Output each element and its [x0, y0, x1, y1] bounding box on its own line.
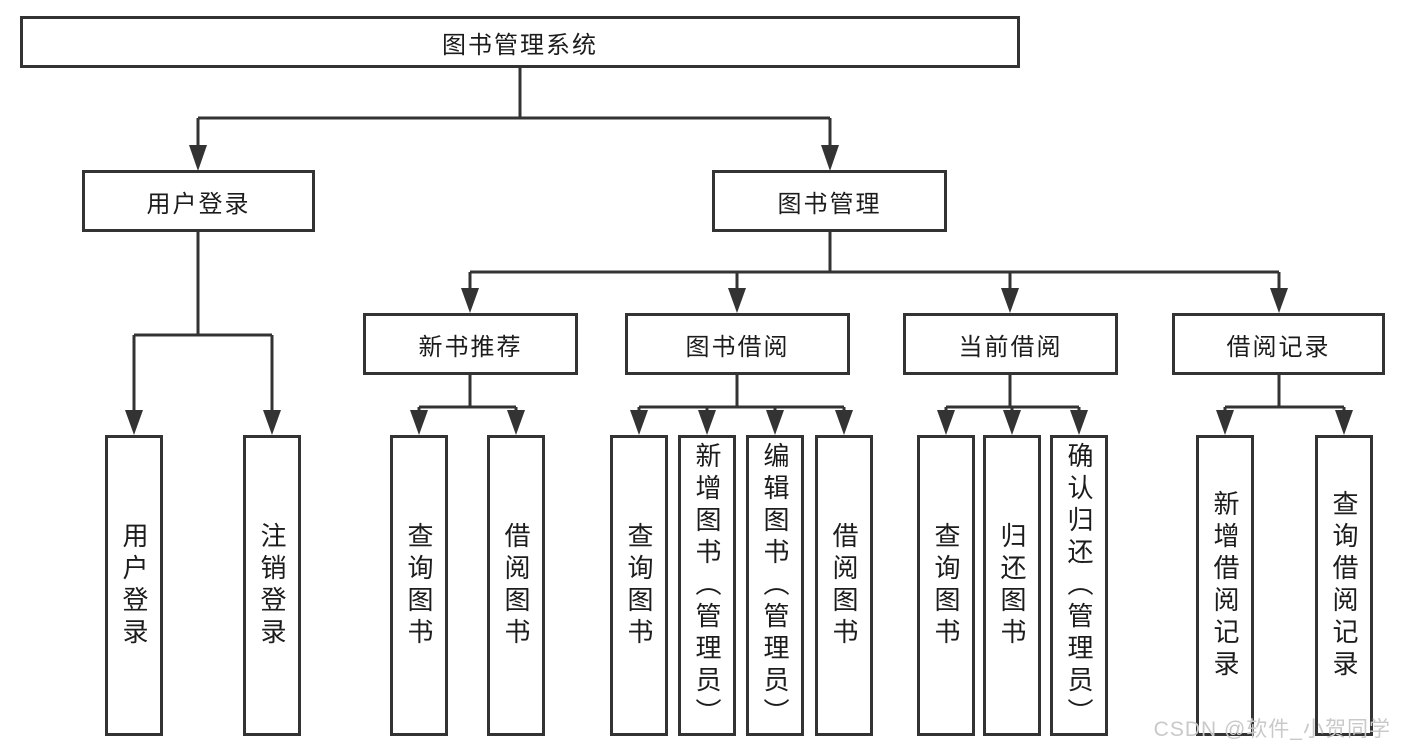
leaf-borrow-books-2: 借阅图书	[815, 435, 873, 736]
node-label: 图书借阅	[685, 333, 790, 361]
node-new-book-recommend: 新书推荐	[363, 313, 578, 375]
node-label: 新书推荐	[418, 333, 523, 361]
leaf-query-borrow-record: 查询借阅记录	[1315, 435, 1373, 736]
leaf-add-borrow-record: 新增借阅记录	[1196, 435, 1254, 736]
node-library-management-system: 图书管理系统	[20, 16, 1020, 68]
leaf-query-books-3: 查询图书	[917, 435, 975, 736]
leaf-user-login: 用户登录	[105, 435, 163, 736]
leaf-borrow-books-1: 借阅图书	[487, 435, 545, 736]
node-book-borrowing: 图书借阅	[625, 313, 850, 375]
node-label: 借阅记录	[1226, 333, 1331, 361]
arrowheads	[125, 145, 1353, 435]
node-label: 查询图书	[931, 521, 961, 650]
leaf-query-books-1: 查询图书	[390, 435, 448, 736]
node-label: 确认归还（管理员）	[1064, 441, 1094, 730]
node-current-borrowing: 当前借阅	[903, 313, 1118, 375]
node-label: 新增借阅记录	[1210, 489, 1240, 682]
node-book-management: 图书管理	[712, 170, 947, 232]
node-label: 图书管理系统	[442, 31, 598, 59]
leaf-return-books: 归还图书	[983, 435, 1041, 736]
node-label: 借阅图书	[501, 521, 531, 650]
node-label: 查询图书	[624, 521, 654, 650]
node-label: 归还图书	[997, 521, 1027, 650]
node-label: 借阅图书	[829, 521, 859, 650]
watermark: CSDN @软件_小贺同学	[1153, 718, 1391, 741]
leaf-query-books-2: 查询图书	[610, 435, 668, 736]
node-label: 新增图书（管理员）	[692, 441, 722, 730]
leaf-logout: 注销登录	[243, 435, 301, 736]
leaf-confirm-return-admin: 确认归还（管理员）	[1050, 435, 1108, 736]
node-label: 当前借阅	[958, 333, 1063, 361]
node-label: 编辑图书（管理员）	[760, 441, 790, 730]
node-borrowing-records: 借阅记录	[1172, 313, 1385, 375]
node-user-login: 用户登录	[82, 170, 315, 232]
node-label: 查询借阅记录	[1329, 489, 1359, 682]
node-label: 图书管理	[777, 190, 882, 218]
node-label: 用户登录	[146, 190, 251, 218]
leaf-edit-books-admin: 编辑图书（管理员）	[746, 435, 804, 736]
node-label: 注销登录	[257, 521, 287, 650]
leaf-add-books-admin: 新增图书（管理员）	[678, 435, 736, 736]
node-label: 用户登录	[119, 521, 149, 650]
node-label: 查询图书	[404, 521, 434, 650]
